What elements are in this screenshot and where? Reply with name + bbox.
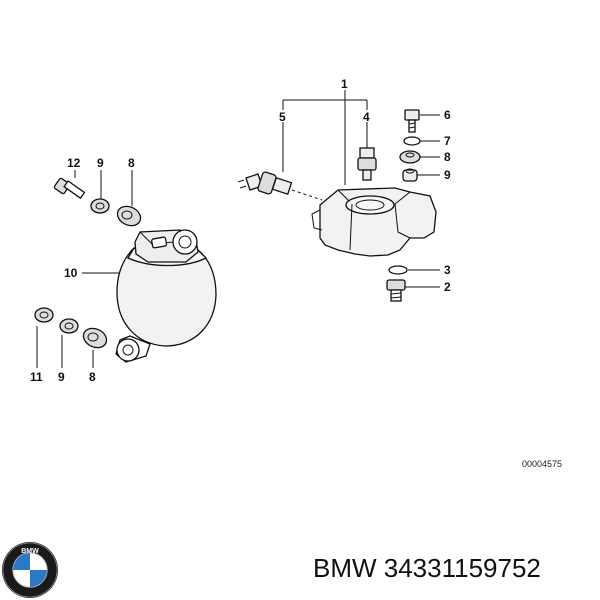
callout-9-right: 9 — [444, 168, 451, 182]
o-ring-3-part — [388, 265, 408, 275]
pressure-switch-part — [357, 147, 377, 181]
callout-2: 2 — [444, 280, 451, 294]
callout-4: 4 — [363, 110, 370, 124]
callout-10: 10 — [64, 266, 78, 280]
grommet-8-top-part — [116, 205, 142, 227]
bushing-9-bottom-part — [59, 318, 79, 334]
washer-7-part — [403, 136, 421, 146]
callout-3: 3 — [444, 263, 451, 277]
leader-lines — [36, 90, 440, 368]
part-number-caption: BMW 34331159752 — [313, 553, 541, 583]
callout-12: 12 — [67, 156, 81, 170]
sensor-part — [237, 171, 293, 195]
grommet-8-bottom-part — [82, 327, 108, 349]
nut-11-part — [34, 307, 54, 323]
callout-11: 11 — [30, 370, 43, 384]
grommet-8-right-part — [399, 150, 421, 164]
callout-9-top: 9 — [97, 156, 104, 170]
callout-8-bottom: 8 — [89, 370, 96, 384]
callout-7: 7 — [444, 134, 451, 148]
callout-1: 1 — [341, 77, 348, 91]
bolt-6-part — [404, 109, 420, 133]
valve-block-part — [311, 187, 437, 257]
callout-8-top: 8 — [128, 156, 135, 170]
bmw-logo-icon: BMW — [2, 542, 58, 598]
bushing-9-right-part — [402, 168, 418, 182]
callout-6: 6 — [444, 108, 451, 122]
bushing-9-top-part — [90, 198, 110, 214]
diagram-ref-number: 00004575 — [522, 459, 562, 469]
bolt-12-part — [53, 177, 86, 200]
callout-5: 5 — [279, 110, 286, 124]
svg-text:BMW: BMW — [21, 548, 39, 555]
callout-8-right: 8 — [444, 150, 451, 164]
bolt-2-part — [386, 279, 406, 302]
callout-9-bottom: 9 — [58, 370, 65, 384]
accumulator-part — [115, 229, 217, 363]
